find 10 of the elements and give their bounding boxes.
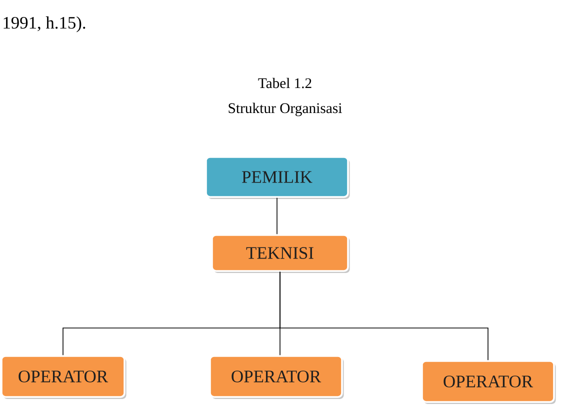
connector-line: [280, 272, 488, 360]
role-box: OPERATOR: [209, 355, 344, 399]
role-box: OPERATOR: [421, 360, 556, 404]
text-line: Tabel 1.2: [258, 78, 312, 88]
role-box: TEKNISI: [211, 234, 350, 273]
role-box: OPERATOR: [0, 355, 126, 399]
connector-line: [276, 198, 278, 234]
heading: Struktur Organisasi: [228, 102, 342, 116]
role-box: PEMILIK: [205, 156, 350, 199]
text-line: 1991, h.15).: [4, 16, 86, 32]
